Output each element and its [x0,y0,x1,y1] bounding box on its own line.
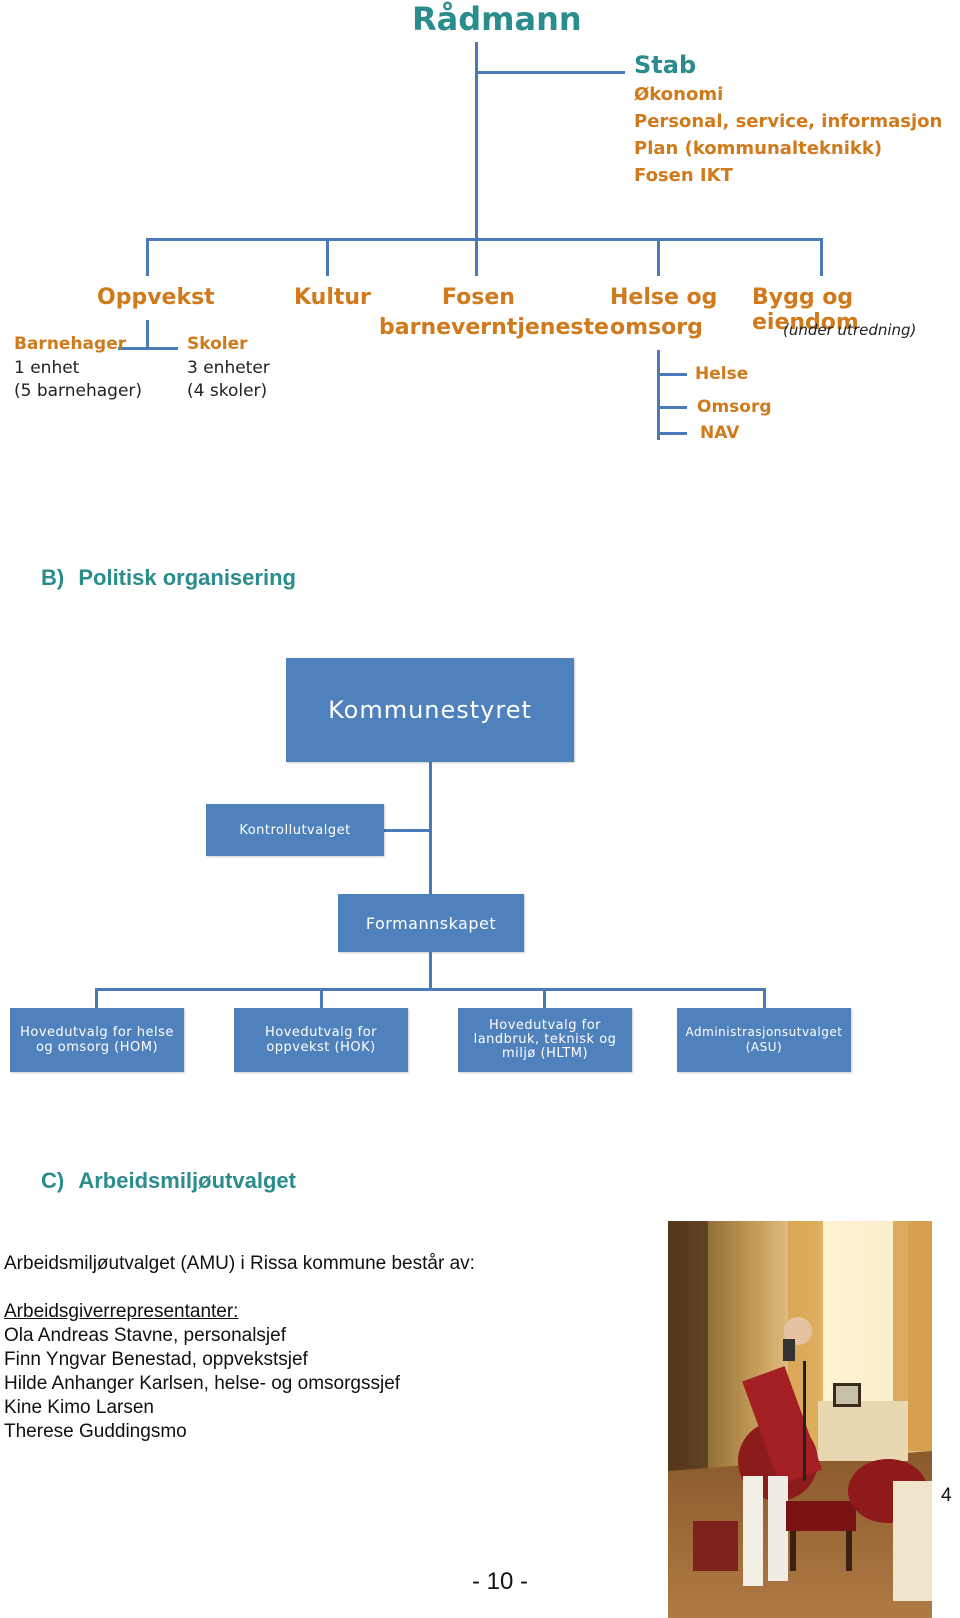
section-b-title: Politisk organisering [78,565,296,590]
section-c-heading: C) Arbeidsmiljøutvalget [41,1168,296,1194]
committee-asu-label: Administrasjonsutvalget (ASU) [685,1025,843,1054]
stab-item-okonomi: Økonomi [634,84,724,105]
helse-title-line2: omsorg [610,315,703,340]
page-number: - 10 - [472,1568,529,1595]
political-trunk-2 [429,952,432,990]
amu-member-5: Therese Guddingsmo [4,1421,187,1442]
helse-title-line1: Helse og [610,285,718,310]
committee-hltm-label: Hovedutvalg for landbruk, teknisk og mil… [473,1018,617,1061]
stab-item-personal: Personal, service, informasjon [634,111,943,132]
fosen-title-line1: Fosen [442,285,515,310]
committee-hltm-box: Hovedutvalg for landbruk, teknisk og mil… [458,1008,632,1072]
oppvekst-title: Oppvekst [97,285,215,310]
trunk-line [475,42,478,240]
section-c-title: Arbeidsmiljøutvalget [78,1168,296,1193]
barnehager-line1: 1 enhet [14,358,80,378]
amu-intro: Arbeidsmiljøutvalget (AMU) i Rissa kommu… [4,1253,475,1274]
helse-sub-tick-1 [657,373,687,376]
kontroll-connector [384,829,431,832]
skoler-line2: (4 skoler) [187,381,268,401]
committee-hok-label: Hovedutvalg for oppvekst (HOK) [264,1025,378,1055]
committee-hok-box: Hovedutvalg for oppvekst (HOK) [234,1008,408,1072]
fosen-title-line2: barneverntjeneste [379,315,609,340]
committee-drop-4 [763,988,766,1008]
section-b-label: B) [41,565,65,590]
amu-member-1: Ola Andreas Stavne, personalsjef [4,1325,287,1346]
amu-member-2: Finn Yngvar Benestad, oppvekstsjef [4,1349,308,1370]
skoler-line1: 3 enheter [187,358,270,378]
section-c-label: C) [41,1168,65,1193]
stab-title: Stab [634,51,697,79]
department-bus-line [146,238,823,241]
amu-heading: Arbeidsgiverrepresentanter: [4,1301,239,1322]
caregiver-photo [668,1221,932,1618]
committee-drop-2 [320,988,323,1008]
radmann-title: Rådmann [412,0,582,38]
stab-item-plan: Plan (kommunalteknikk) [634,138,883,159]
committee-hom-box: Hovedutvalg for helse og omsorg (HOM) [10,1008,184,1072]
stab-item-fosen-ikt: Fosen IKT [634,165,733,186]
bygg-title: Bygg og eiendom [752,285,859,335]
formannskapet-box: Formannskapet [338,894,524,952]
barnehager-line2: (5 barnehager) [14,381,143,401]
drop-fosen [475,238,478,276]
committee-drop-1 [95,988,98,1008]
oppvekst-connector [118,347,178,350]
skoler-title: Skoler [187,334,248,354]
amu-member-4: Kine Kimo Larsen [4,1397,154,1418]
kultur-title: Kultur [294,285,371,310]
helse-sub-nav: NAV [700,423,740,443]
drop-bygg [820,238,823,276]
amu-member-3: Hilde Anhanger Karlsen, helse- og omsorg… [4,1373,401,1394]
committee-hom-label: Hovedutvalg for helse og omsorg (HOM) [20,1025,174,1055]
kontrollutvalget-label: Kontrollutvalget [239,822,351,838]
section-b-heading: B) Politisk organisering [41,565,296,591]
drop-oppvekst [146,238,149,276]
drop-helse [657,238,660,276]
helse-sub-tick-3 [657,432,687,435]
helse-sub-omsorg: Omsorg [697,397,772,417]
helse-sub-tick-2 [657,406,687,409]
kommunestyret-label: Kommunestyret [328,696,532,724]
kontrollutvalget-box: Kontrollutvalget [206,804,384,856]
oppvekst-sub-line [146,320,149,348]
kommunestyret-box: Kommunestyret [286,658,574,762]
committee-bus [95,988,766,991]
barnehager-title: Barnehager [14,334,127,354]
helse-sub-line [657,350,660,440]
drop-kultur [326,238,329,276]
political-trunk-1 [429,762,432,894]
committee-asu-box: Administrasjonsutvalget (ASU) [677,1008,851,1072]
formannskapet-label: Formannskapet [365,913,497,933]
committee-drop-3 [543,988,546,1008]
stab-branch-line [475,71,625,74]
side-number: 4 [941,1485,952,1506]
helse-sub-helse: Helse [695,364,749,384]
bygg-note: (under utredning) [783,321,917,339]
